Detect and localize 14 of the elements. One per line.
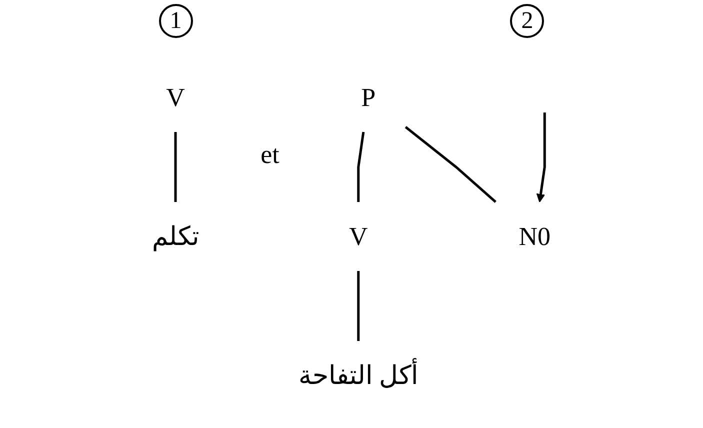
connector bbox=[405, 126, 497, 202]
connector bbox=[357, 270, 360, 340]
arrow bbox=[536, 112, 546, 202]
node-text: أكل التفاحة bbox=[298, 360, 418, 390]
node-text: V bbox=[166, 82, 186, 112]
circled-number: 2 bbox=[510, 4, 544, 38]
node-text: P bbox=[361, 82, 376, 112]
circled-number: 1 bbox=[158, 4, 193, 38]
node-text: V bbox=[349, 221, 368, 250]
connector bbox=[357, 131, 365, 202]
connector bbox=[174, 132, 177, 202]
conjunction-label: et bbox=[260, 140, 280, 169]
node-text: N0 bbox=[518, 221, 551, 250]
node-text: تكلم bbox=[152, 221, 200, 250]
